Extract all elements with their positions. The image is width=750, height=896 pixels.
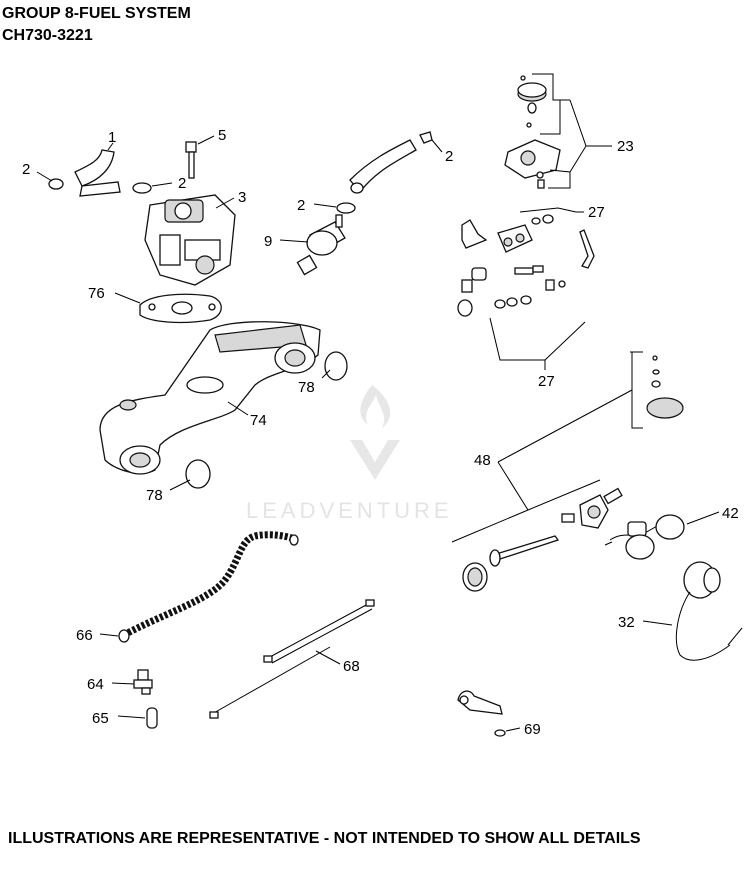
callout-66: 66 [76,627,93,644]
watermark-text: LEADVENTURE [246,498,453,523]
watermark-logo-icon [350,385,400,480]
callout-27a: 27 [588,204,605,221]
part-3-carburetor[interactable] [144,194,236,286]
callout-78a: 78 [298,379,315,396]
callout-2b: 2 [178,175,186,192]
part-66-breather-hose[interactable] [118,531,299,643]
callout-65: 65 [92,710,109,727]
part-32-choke-cable[interactable] [675,561,743,661]
footer-disclaimer: ILLUSTRATIONS ARE REPRESENTATIVE - NOT I… [8,830,641,847]
callout-74: 74 [250,412,267,429]
model-number: CH730-3221 [2,27,93,44]
part-5-bolt[interactable] [185,141,197,179]
callout-27b: 27 [538,373,555,390]
callout-1: 1 [108,129,116,146]
part-76-gasket[interactable] [139,293,222,324]
part-64-fitting[interactable] [133,669,153,695]
callout-32: 32 [618,614,635,631]
part-2-clamp-right[interactable] [132,182,152,194]
part-2-fuel-line[interactable] [349,139,417,194]
callout-9: 9 [264,233,272,250]
part-42-wiring-harness[interactable] [604,514,685,560]
callout-69: 69 [524,721,541,738]
part-2-clamp-left[interactable] [48,178,64,190]
callout-76: 76 [88,285,105,302]
part-74-intake-manifold[interactable] [99,321,321,475]
callout-23: 23 [617,138,634,155]
callout-68: 68 [343,658,360,675]
callout-2a: 2 [22,161,30,178]
part-69-bracket[interactable] [457,690,506,737]
callout-64: 64 [87,676,104,693]
callout-78b: 78 [146,487,163,504]
part-78-o-ring-lower[interactable] [185,459,211,489]
part-68-ground-wire[interactable] [209,599,375,719]
part-23-fuel-pump[interactable] [504,75,561,189]
part-78-o-ring-upper[interactable] [324,351,348,381]
callout-3: 3 [238,189,246,206]
part-9-fuel-filter[interactable] [296,214,346,276]
part-2-clamp-top[interactable] [419,131,433,144]
callout-42: 42 [722,505,739,522]
page-title: GROUP 8-FUEL SYSTEM [2,5,191,22]
callout-2c: 2 [445,148,453,165]
part-65-tube[interactable] [146,707,158,729]
part-1-fuel-hose[interactable] [74,149,121,197]
callout-48: 48 [474,452,491,469]
part-2-clamp-filter[interactable] [336,202,356,214]
part-27-linkage-kit[interactable] [457,214,595,317]
callout-2d: 2 [297,197,305,214]
part-48-choke-kit[interactable] [462,355,684,592]
callout-5: 5 [218,127,226,144]
